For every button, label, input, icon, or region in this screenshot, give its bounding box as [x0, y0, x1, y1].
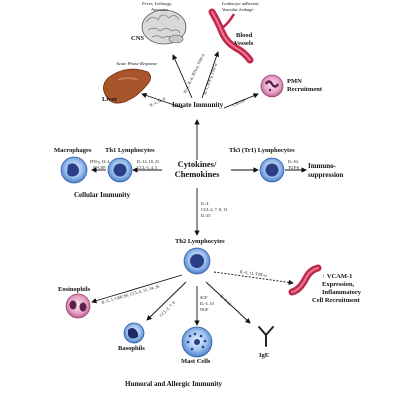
liver-label: Liver	[102, 96, 118, 103]
immunosuppression-line2: suppression	[308, 171, 344, 179]
mac-cytokines-line1: IFN-γ, IL-2,	[90, 159, 111, 164]
th2-cytokines-line1: IL-4	[201, 201, 209, 206]
liver-caption: Acute Phase Response	[116, 61, 158, 66]
humoral-immunity-title: Humoral and Allergic Immunity	[125, 380, 223, 388]
th2-cell-icon	[183, 247, 211, 275]
vcam-line1: ↑ VCAM-1	[322, 273, 353, 280]
vessels-label-line2: Vessels	[234, 40, 254, 47]
arrows	[91, 51, 307, 326]
th3-cell-icon	[259, 157, 285, 183]
th2-cytokines-line2: CCL-2, 7, 8, 13	[201, 207, 228, 212]
th2-cytokines-line3: IL-25	[201, 213, 211, 218]
center-label-line2: Chemokines	[174, 169, 220, 179]
arrow-th2-baso	[146, 281, 187, 321]
arrow-innate-liver	[141, 92, 184, 109]
vcam-line2: Expression,	[322, 281, 355, 288]
mast-cytokines-line1: SCF	[200, 295, 208, 300]
cns-caption-line1: Fever, Lethargy,	[142, 1, 172, 6]
vessels-label-line1: Blood	[236, 32, 253, 39]
liver-icon	[103, 68, 151, 104]
pmn-label-line1: PMN	[287, 78, 302, 85]
cellular-immunity-title: Cellular Immunity	[74, 191, 131, 199]
th1-cytokines-line2: CCL-3, 4, 5	[137, 165, 158, 170]
th2-label: Th2 Lymphocytes	[175, 238, 225, 245]
vessels-caption-line2: Vascular leakage	[222, 7, 254, 12]
center-label-line1: Cytokines/	[177, 159, 217, 169]
macrophages-label: Macrophages	[54, 147, 92, 154]
pmn-label-line2: Recruitment	[287, 86, 323, 93]
mac-cytokines-line2: M-CSF	[93, 165, 106, 170]
eosinophil-cell-icon	[65, 293, 91, 319]
mast-cells-label: Mast Cells	[181, 358, 211, 365]
th1-cell-icon	[107, 157, 133, 183]
arrow-innate-pmn	[223, 93, 259, 109]
arrow-innate-cns	[172, 54, 193, 99]
th1-cytokines-line1: IL-12, 18, 23	[137, 159, 160, 164]
supp-cytokines-line1: IL-10,	[288, 159, 299, 164]
blood-vessel-icon	[208, 8, 254, 64]
pmn-cell-icon	[260, 74, 284, 98]
mast-cytokines-line2: IL-3, 10	[200, 301, 214, 306]
mast-cytokines-line3: NGF	[200, 307, 209, 312]
arrow-th2-ige	[205, 281, 251, 324]
vcam-line4: Cell Recruitment	[312, 297, 360, 304]
vessels-caption-line1: Leukocyte adhesion,	[222, 1, 260, 6]
vcam-vessel-icon	[288, 264, 322, 296]
cns-caption-line2: Anorexia	[151, 7, 168, 12]
cns-label: CNS	[131, 35, 145, 42]
ige-label: IgE	[259, 352, 270, 359]
th3-label: Th3 (Tr1) Lymphocytes	[229, 147, 295, 154]
basophil-cell-icon	[123, 322, 145, 344]
ige-antibody-icon	[258, 326, 274, 347]
supp-cytokines-line2: TGF-β	[288, 165, 300, 170]
vcam-line3: Inflammatory	[322, 289, 361, 296]
arrow-th2-eos	[91, 274, 183, 304]
arrow-innate-vessels	[201, 51, 220, 99]
innate-immunity-title: Innate Immunity	[172, 101, 224, 109]
basophils-label: Basophils	[118, 345, 145, 352]
eosinophils-label: Eosinophils	[58, 286, 91, 293]
arrow-th2-vcam	[213, 271, 294, 286]
immunosuppression-line1: Immuno-	[308, 162, 337, 170]
brain-icon	[141, 9, 187, 45]
th1-label: Th1 Lymphocytes	[105, 147, 155, 154]
mast-cell-icon	[181, 326, 213, 358]
macrophage-cell-icon	[60, 156, 88, 184]
